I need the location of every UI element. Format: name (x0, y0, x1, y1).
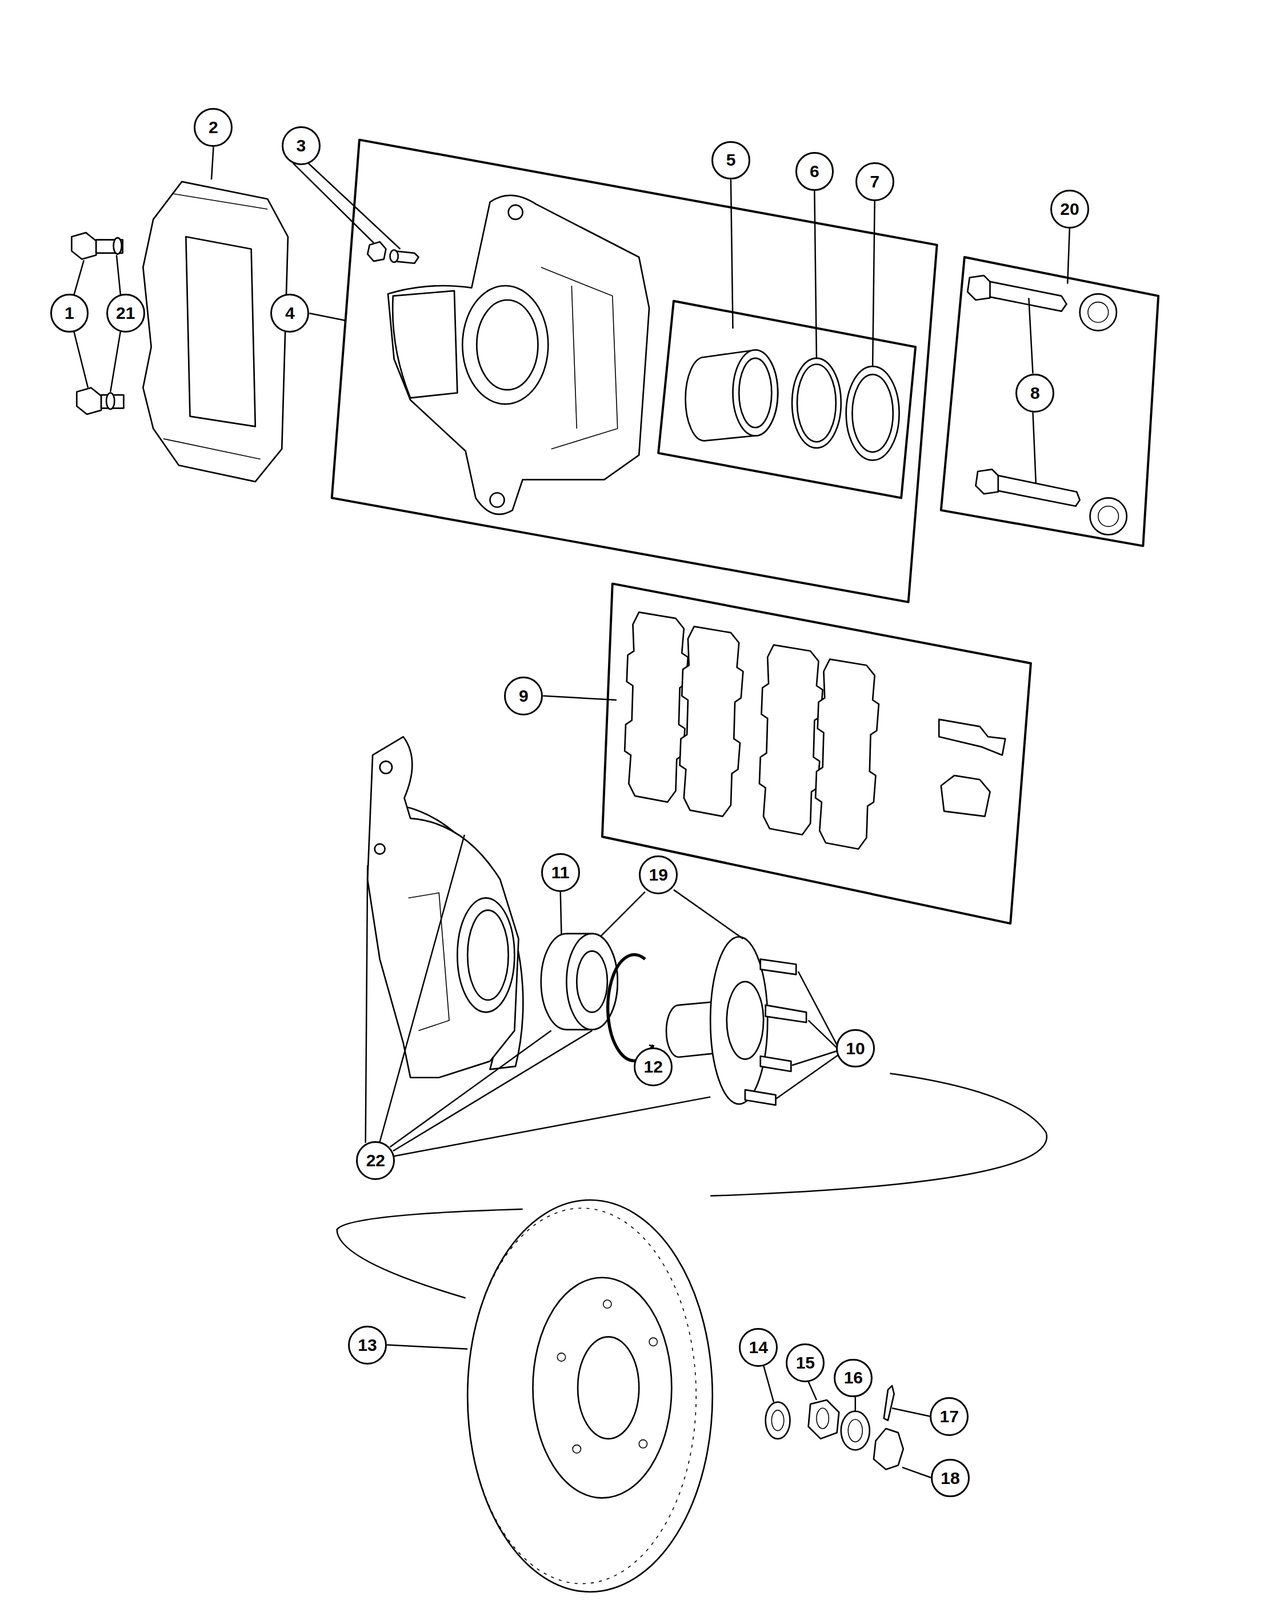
callout-number: 19 (638, 855, 678, 895)
callout-number: 21 (106, 293, 146, 333)
bleeder-screw (367, 241, 419, 264)
snap-ring (608, 954, 654, 1062)
callout-number: 5 (711, 141, 751, 180)
callout-number: 6 (795, 152, 835, 191)
steering-knuckle (367, 736, 523, 1078)
callout-number: 17 (929, 1397, 969, 1436)
callout-number: 16 (833, 1358, 873, 1398)
callout-number: 11 (541, 853, 580, 892)
wheel-bearing (541, 933, 618, 1030)
callout-number: 13 (348, 1325, 387, 1365)
caliper-kit-box (332, 140, 938, 603)
piston-kit-box (658, 301, 916, 499)
callout-number: 12 (633, 1047, 673, 1087)
hub-nut-parts (765, 1385, 904, 1470)
callout-number: 14 (738, 1328, 778, 1367)
guide-pins (967, 275, 1127, 535)
callout-number: 22 (356, 1141, 395, 1180)
callout-number: 20 (1050, 189, 1090, 229)
hub-and-studs (666, 936, 807, 1106)
brake-pads (624, 612, 1006, 849)
callout-number: 10 (836, 1029, 875, 1068)
callout-number: 1 (50, 293, 90, 333)
callout-number: 8 (1015, 373, 1055, 413)
callout-number: 15 (785, 1343, 825, 1383)
brake-rotor (467, 1200, 713, 1592)
callout-number: 7 (855, 162, 895, 202)
piston-and-seals (685, 350, 900, 461)
pin-kit-box (941, 257, 1159, 546)
callout-number: 18 (930, 1458, 970, 1498)
caliper-bracket (142, 181, 288, 482)
callout-number: 4 (270, 293, 310, 333)
leader-lines (73, 146, 1070, 1478)
pad-kit-box (602, 583, 1031, 924)
callout-number: 9 (504, 676, 543, 716)
callout-number: 3 (281, 126, 321, 166)
callout-number: 2 (193, 108, 233, 147)
caliper-housing (388, 195, 650, 515)
